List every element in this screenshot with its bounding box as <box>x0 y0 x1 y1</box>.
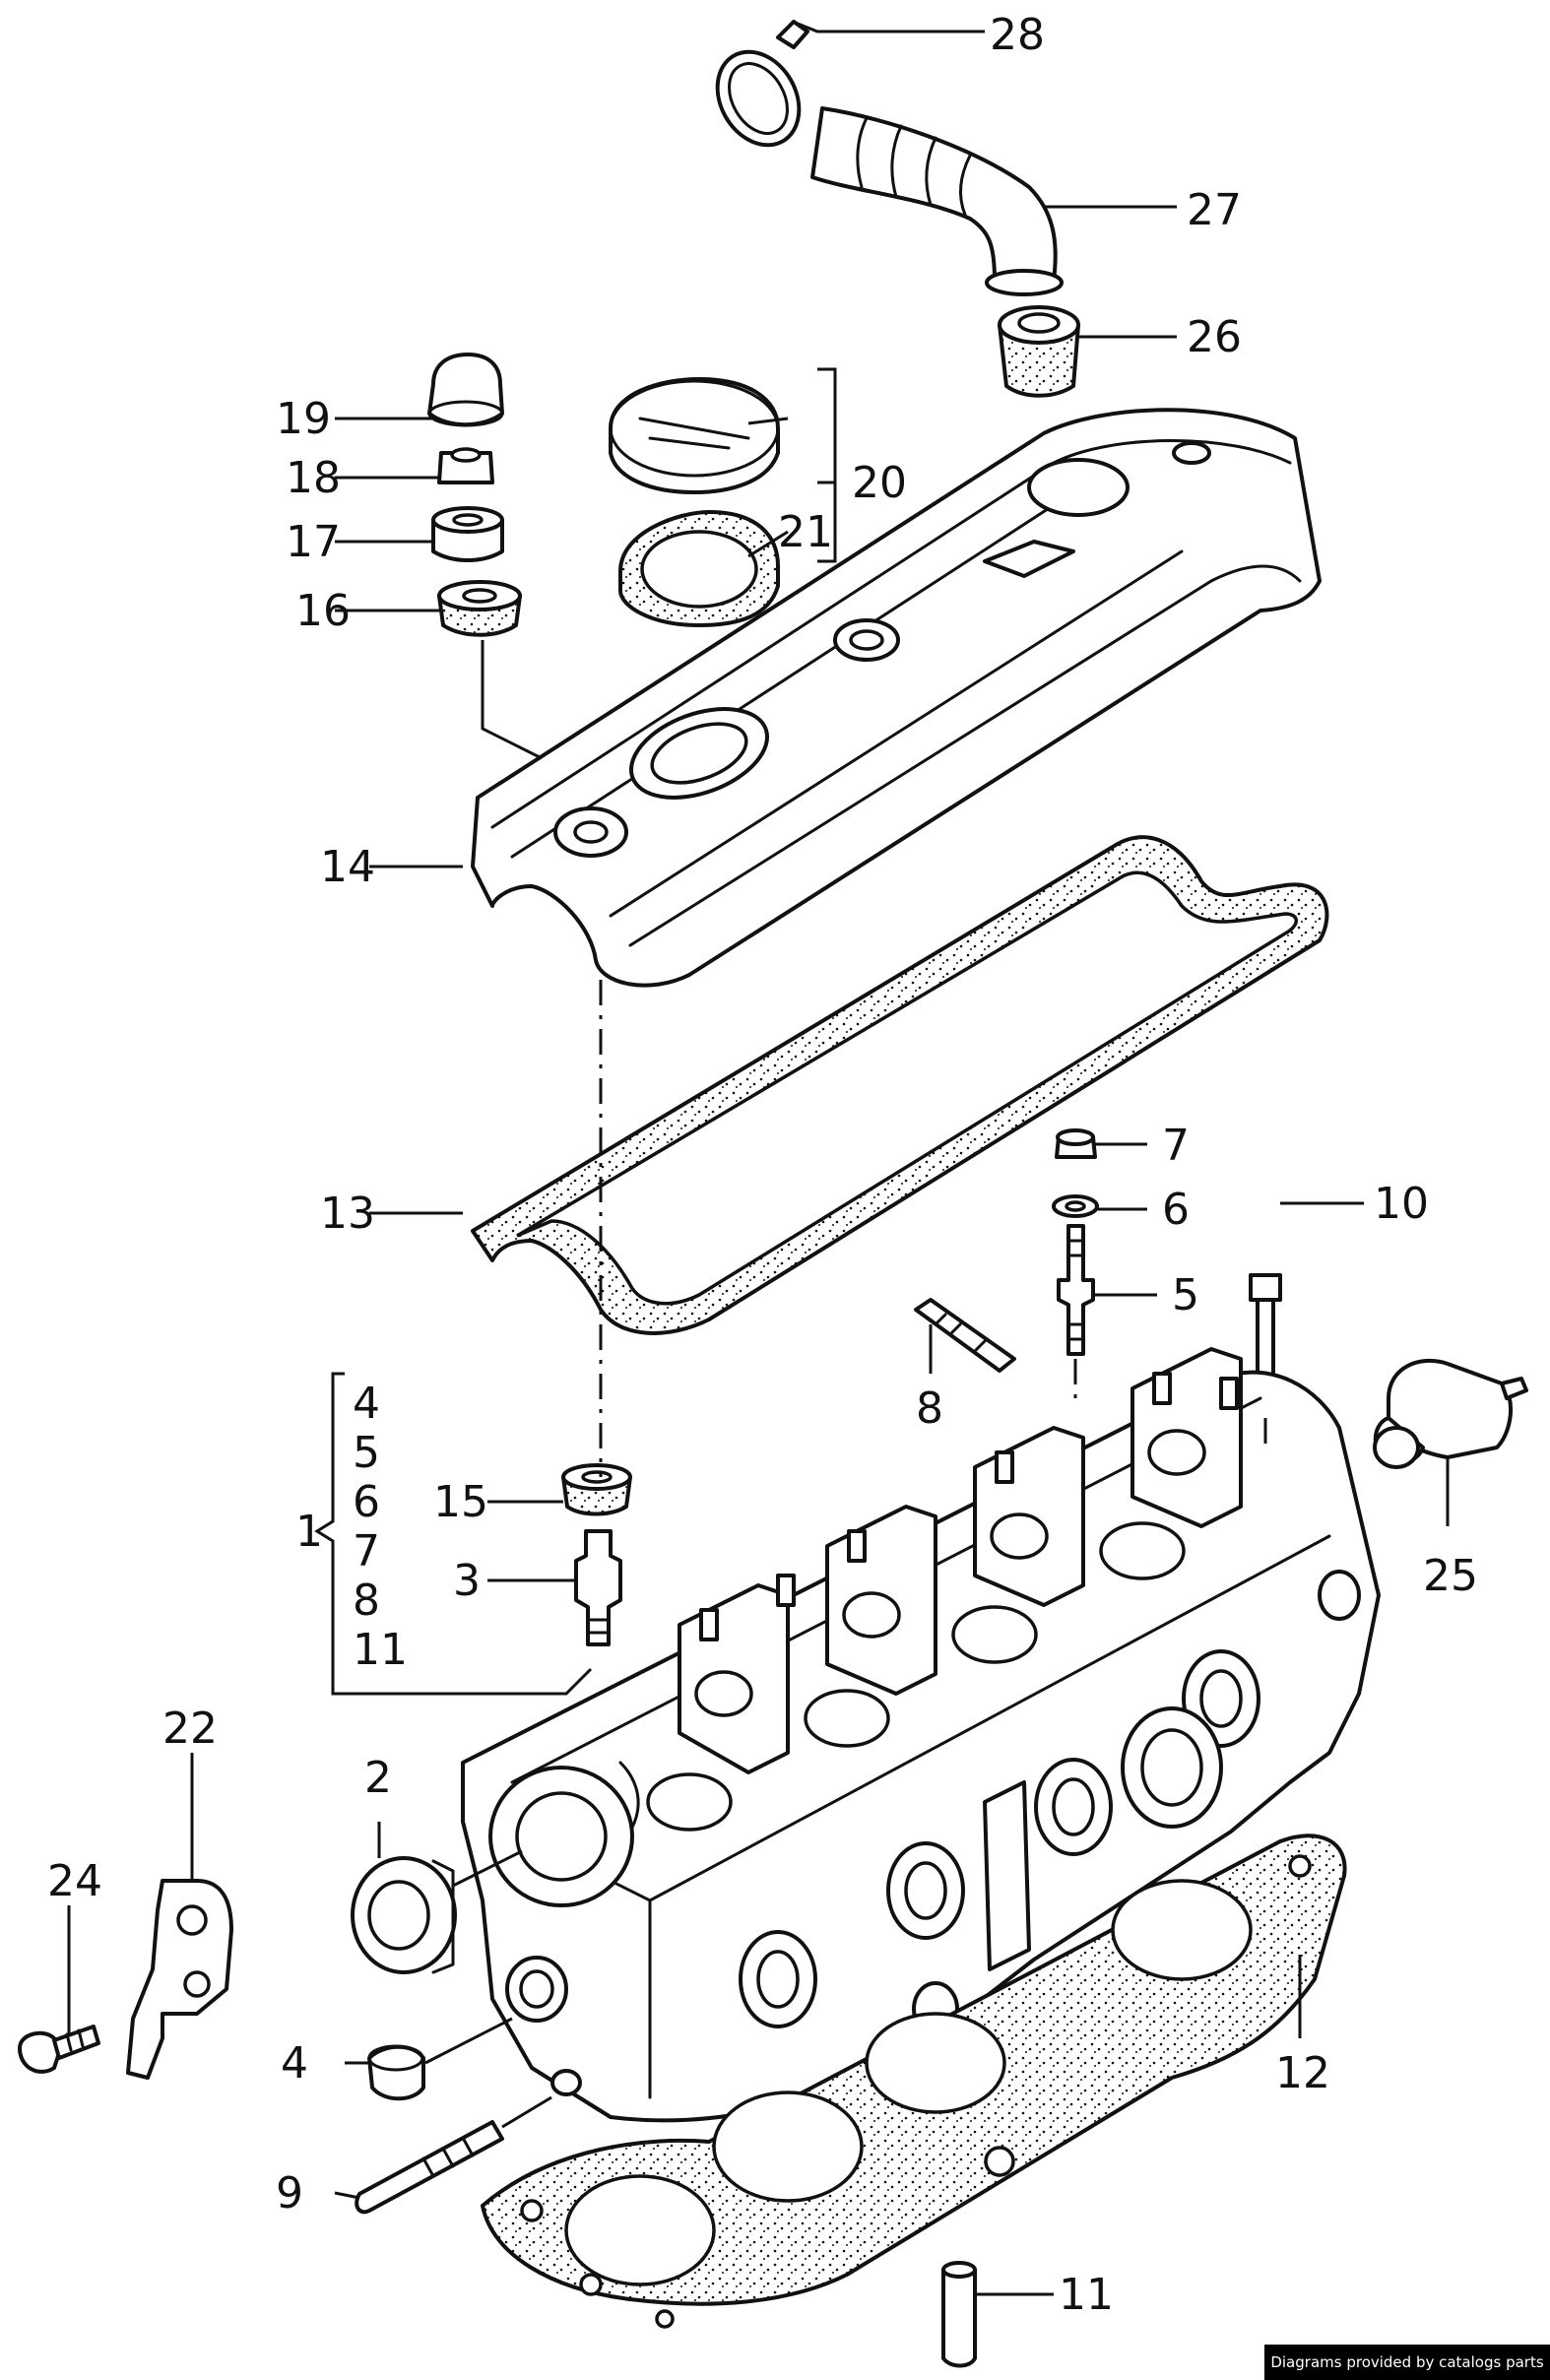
cap-part <box>427 353 504 427</box>
callout-24: 24 <box>47 1856 102 1906</box>
group-1-member-5: 5 <box>353 1428 380 1478</box>
callout-8: 8 <box>916 1383 943 1434</box>
callout-3: 3 <box>453 1556 481 1606</box>
callout-28: 28 <box>990 10 1045 60</box>
group-1-member-11: 11 <box>353 1625 408 1675</box>
valve-cover-gasket-part <box>471 835 1329 1335</box>
callout-25: 25 <box>1423 1551 1478 1601</box>
leader-lines <box>67 20 1450 2296</box>
callout-18: 18 <box>286 453 341 503</box>
callout-27: 27 <box>1187 185 1242 235</box>
breather-valve-part <box>998 305 1080 398</box>
oil-filler-cap-part <box>609 377 780 494</box>
washer-6-part <box>1052 1194 1099 1218</box>
callout-14: 14 <box>320 842 375 892</box>
assembly-centerlines <box>599 980 1267 1477</box>
stud-9-part <box>355 2120 504 2215</box>
callout-labels: 28 27 26 19 18 17 16 20 21 14 13 7 6 5 1… <box>47 10 1478 2320</box>
nut-7-part <box>1055 1128 1097 1159</box>
callout-1: 1 <box>295 1507 323 1557</box>
grommet-part <box>437 580 522 637</box>
stud-5-part <box>1057 1224 1095 1356</box>
group-1-member-8: 8 <box>353 1576 380 1626</box>
dowel-sleeve-part <box>941 2261 977 2368</box>
callout-11: 11 <box>1059 2270 1114 2320</box>
oil-pressure-switch-part <box>1373 1358 1528 1469</box>
callout-12: 12 <box>1275 2048 1330 2098</box>
valve-guide-part <box>574 1529 622 1646</box>
callout-9: 9 <box>276 2168 303 2219</box>
group-1-member-7: 7 <box>353 1526 380 1576</box>
callout-26: 26 <box>1187 312 1242 362</box>
stem-seal-part <box>561 1463 632 1516</box>
callout-22: 22 <box>162 1704 218 1754</box>
head-gasket-part <box>481 1833 1347 2329</box>
credit-banner: Diagrams provided by catalogs parts <box>1264 2345 1550 2380</box>
callout-2: 2 <box>364 1753 392 1803</box>
group-1-brace <box>314 1372 593 1696</box>
callout-4: 4 <box>281 2038 308 2089</box>
callout-19: 19 <box>276 394 331 444</box>
lifting-bracket-part <box>126 1879 233 2080</box>
callout-6: 6 <box>1162 1185 1190 1235</box>
callout-13: 13 <box>320 1189 375 1239</box>
camshaft-seal-part <box>351 1856 457 1974</box>
callout-10: 10 <box>1374 1179 1429 1229</box>
breather-hose-part <box>810 106 1064 296</box>
callout-5: 5 <box>1172 1270 1199 1320</box>
callout-15: 15 <box>433 1477 488 1527</box>
valve-cover-part <box>471 408 1322 988</box>
callout-17: 17 <box>286 517 341 567</box>
group-1-member-4: 4 <box>353 1379 380 1429</box>
hose-clamp-part <box>715 20 809 148</box>
group-1-member-6: 6 <box>353 1477 380 1527</box>
nut-part <box>437 447 494 484</box>
callout-21: 21 <box>778 507 833 557</box>
stud-8-part <box>914 1298 1016 1373</box>
callout-7: 7 <box>1162 1121 1190 1171</box>
plug-4-part <box>367 2044 425 2101</box>
bolt-24-part <box>18 2025 100 2074</box>
spacer-part <box>431 506 504 562</box>
cylinder-head-part <box>461 1347 1381 2123</box>
filler-cap-seal-part <box>618 510 780 627</box>
callout-16: 16 <box>295 586 351 636</box>
callout-20: 20 <box>852 458 907 508</box>
